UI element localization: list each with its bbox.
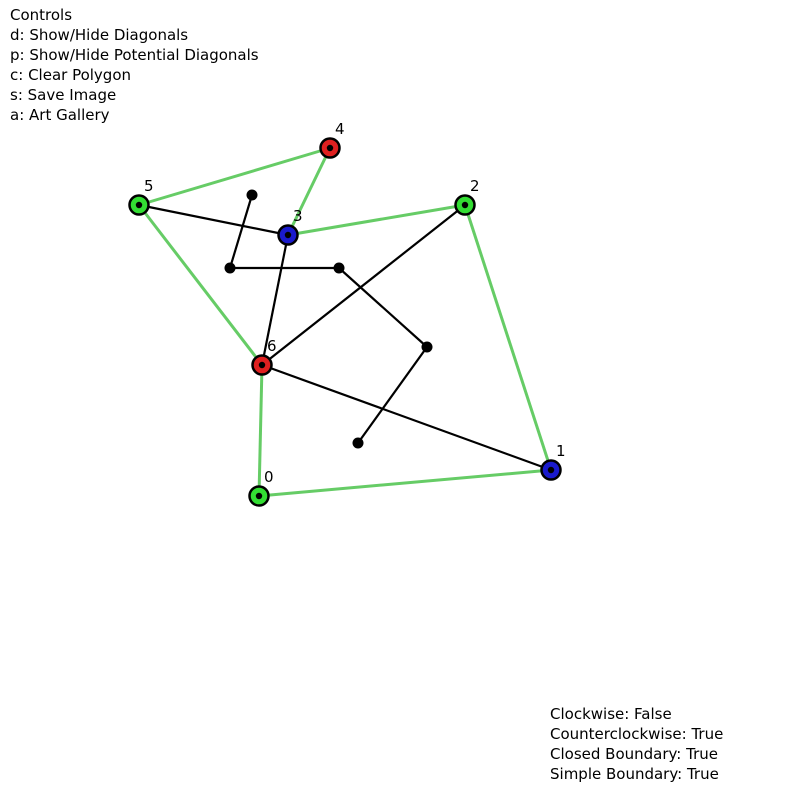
status-panel: Clockwise: False Counterclockwise: True … <box>550 704 723 784</box>
control-toggle-potential-diagonals: p: Show/Hide Potential Diagonals <box>10 46 259 64</box>
controls-panel: Controls d: Show/Hide Diagonals p: Show/… <box>10 5 259 125</box>
vertex-center-dot <box>255 492 263 500</box>
status-simple-boundary: Simple Boundary: True <box>550 765 719 783</box>
diagonal-6-3 <box>260 234 290 366</box>
vertex-center-dot <box>547 466 555 474</box>
boundary-edge-6-0 <box>257 364 264 497</box>
boundary-edge-4-5 <box>138 146 331 207</box>
vertex-label-0: 0 <box>264 468 274 486</box>
dual-tree-edge <box>338 267 428 348</box>
diagonal-6-1 <box>261 363 552 472</box>
vertex-label-3: 3 <box>293 207 303 225</box>
control-toggle-diagonals: d: Show/Hide Diagonals <box>10 26 189 44</box>
control-art-gallery: a: Art Gallery <box>10 106 110 124</box>
vertices-layer <box>128 137 562 507</box>
vertex-label-1: 1 <box>556 442 566 460</box>
dual-tree-layer <box>224 189 433 449</box>
dual-tree-edge <box>357 346 428 444</box>
boundary-layer <box>137 146 553 498</box>
diagonal-6-2 <box>261 204 466 366</box>
vertex-center-dot <box>284 231 292 239</box>
dual-tree-node <box>352 437 364 449</box>
boundary-edge-3-4 <box>286 147 332 236</box>
controls-title: Controls <box>10 6 73 24</box>
boundary-edge-1-2 <box>463 204 553 471</box>
vertex-center-dot <box>461 201 469 209</box>
vertex-label-5: 5 <box>144 177 154 195</box>
boundary-edge-5-6 <box>137 204 264 366</box>
dual-tree-node <box>421 341 433 353</box>
vertex-center-dot <box>135 201 143 209</box>
dual-tree-node <box>246 189 258 201</box>
status-counterclockwise: Counterclockwise: True <box>550 725 724 743</box>
control-save-image: s: Save Image <box>10 86 117 104</box>
diagonal-5-3 <box>138 203 289 237</box>
vertex-center-dot <box>258 361 266 369</box>
status-clockwise: Clockwise: False <box>550 705 672 723</box>
diagonals-layer <box>138 203 552 472</box>
control-clear-polygon: c: Clear Polygon <box>10 66 132 84</box>
status-closed-boundary: Closed Boundary: True <box>550 745 718 763</box>
vertex-label-2: 2 <box>470 177 480 195</box>
boundary-edge-2-3 <box>287 203 466 237</box>
dual-tree-node <box>224 262 236 274</box>
dual-tree-edge <box>228 194 254 269</box>
vertex-label-6: 6 <box>267 337 277 355</box>
vertex-center-dot <box>326 144 334 152</box>
boundary-edge-0-1 <box>258 468 552 498</box>
dual-tree-node <box>333 262 345 274</box>
vertex-labels-layer: 0 1 2 3 4 5 6 <box>144 120 566 486</box>
vertex-label-4: 4 <box>335 120 345 138</box>
